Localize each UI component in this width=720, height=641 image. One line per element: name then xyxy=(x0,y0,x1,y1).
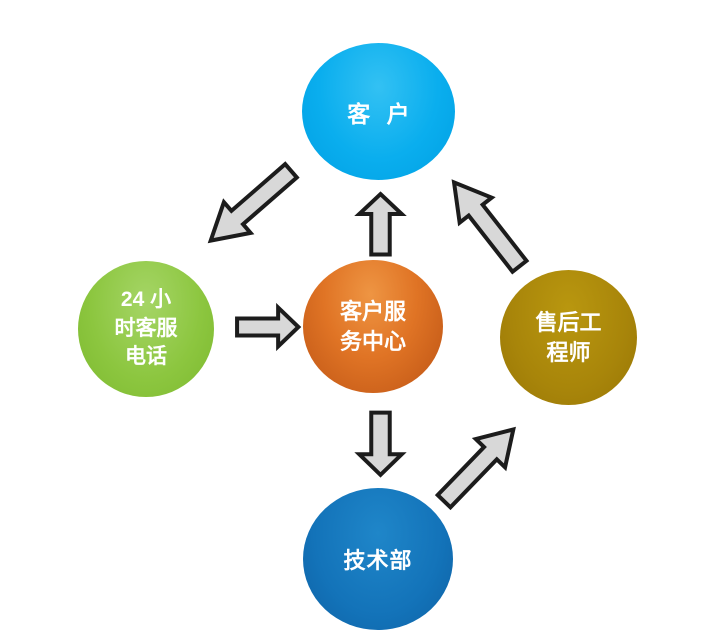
node-service-center: 客户服 务中心 xyxy=(303,260,443,393)
node-tech-department: 技术部 xyxy=(303,488,453,630)
block-arrow-shape xyxy=(359,194,401,254)
node-customer-label: 客 户 xyxy=(347,100,415,127)
block-arrow-shape xyxy=(438,170,536,279)
arrow-service-center-to-customer-icon xyxy=(357,193,405,256)
block-arrow-shape xyxy=(237,308,298,347)
arrow-customer-to-hotline-icon xyxy=(194,152,308,260)
node-24h-hotline-label: 24 小 时客服 电话 xyxy=(114,287,178,369)
arrow-service-center-to-tech-icon xyxy=(357,412,405,477)
node-aftersales-engineer-label: 售后工 程师 xyxy=(535,309,602,365)
node-24h-hotline: 24 小 时客服 电话 xyxy=(78,261,214,397)
arrow-hotline-to-service-center-icon xyxy=(236,305,300,349)
node-tech-department-label: 技术部 xyxy=(343,548,413,573)
node-customer: 客 户 xyxy=(302,43,455,180)
block-arrow-shape xyxy=(359,413,401,475)
node-aftersales-engineer: 售后工 程师 xyxy=(500,270,637,405)
arrow-tech-to-engineer-icon xyxy=(426,412,531,519)
arrow-engineer-to-customer-icon xyxy=(434,166,539,282)
block-arrow-shape xyxy=(429,415,528,515)
block-arrow-shape xyxy=(197,155,304,255)
node-service-center-label: 客户服 务中心 xyxy=(339,298,406,354)
